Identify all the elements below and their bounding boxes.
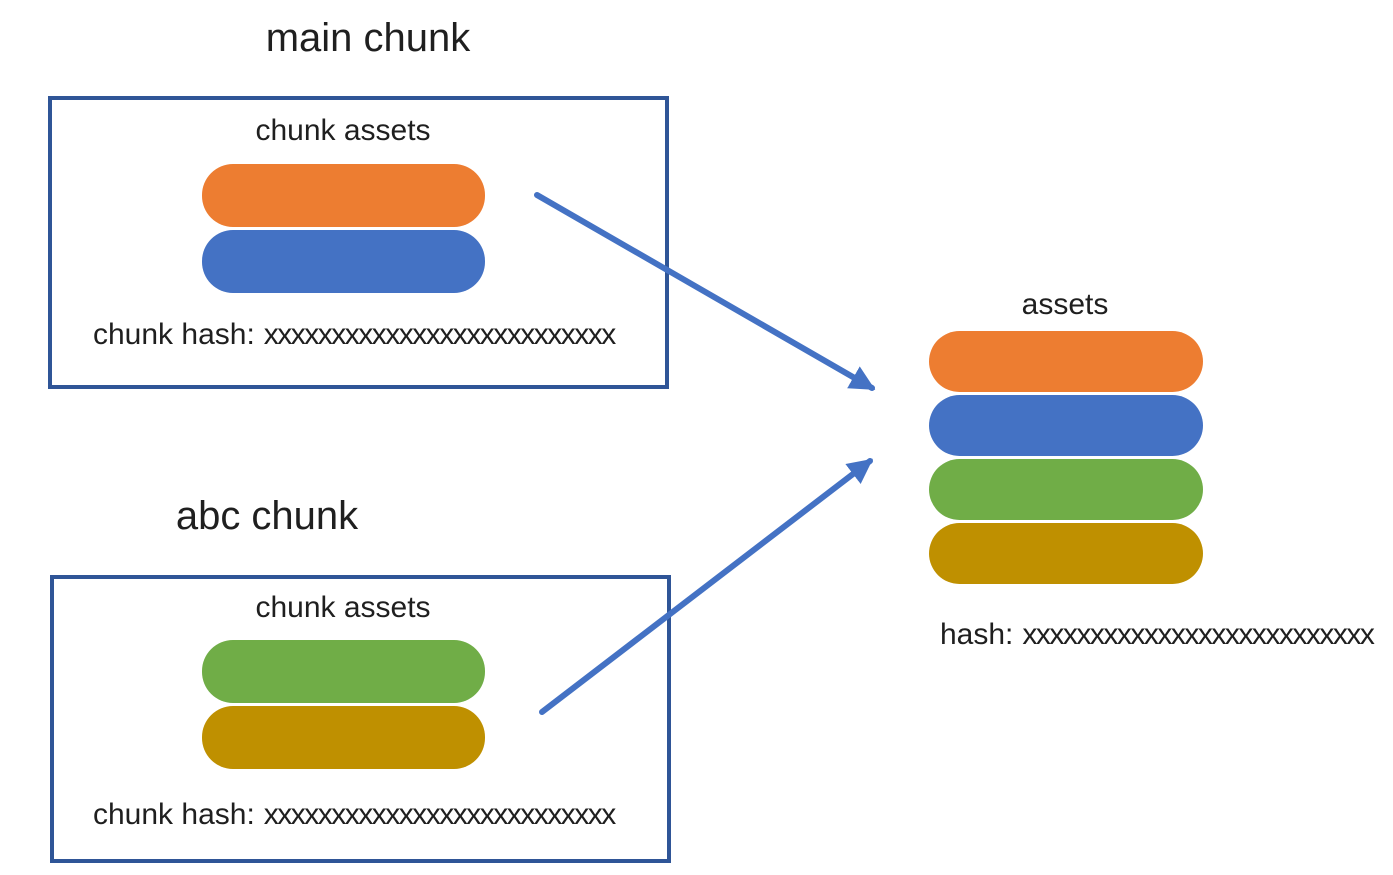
output-hash-label: hash: (940, 618, 1014, 651)
output-asset-pill-gold (929, 523, 1203, 584)
abc-chunk-title: abc chunk (175, 494, 359, 538)
output-hash-value: xxxxxxxxxxxxxxxxxxxxxxxxxx (1022, 618, 1375, 651)
output-assets-label: assets (1021, 288, 1109, 321)
main-chunk-title: main chunk (265, 16, 471, 60)
asset-pill-gold (202, 706, 485, 769)
asset-pill-orange (202, 164, 485, 227)
main-chunk-hash-text: chunk hash:xxxxxxxxxxxxxxxxxxxxxxxxxx (93, 318, 617, 351)
abc-chunk-hash-value: xxxxxxxxxxxxxxxxxxxxxxxxxx (263, 798, 617, 831)
asset-pill-blue (202, 230, 485, 293)
abc-chunk-hash-label: chunk hash: (93, 798, 255, 831)
asset-pill-green (202, 640, 485, 703)
output-asset-pill-green (929, 459, 1203, 520)
abc-chunk-hash-text: chunk hash:xxxxxxxxxxxxxxxxxxxxxxxxxx (93, 798, 617, 831)
output-asset-pill-blue (929, 395, 1203, 456)
main-chunk-assets-label: chunk assets (255, 114, 431, 147)
main-chunk-hash-label: chunk hash: (93, 318, 255, 351)
output-asset-pill-orange (929, 331, 1203, 392)
abc-chunk-assets-label: chunk assets (255, 591, 431, 624)
output-hash-text: hash:xxxxxxxxxxxxxxxxxxxxxxxxxx (940, 618, 1375, 651)
main-chunk-hash-value: xxxxxxxxxxxxxxxxxxxxxxxxxx (263, 318, 617, 351)
